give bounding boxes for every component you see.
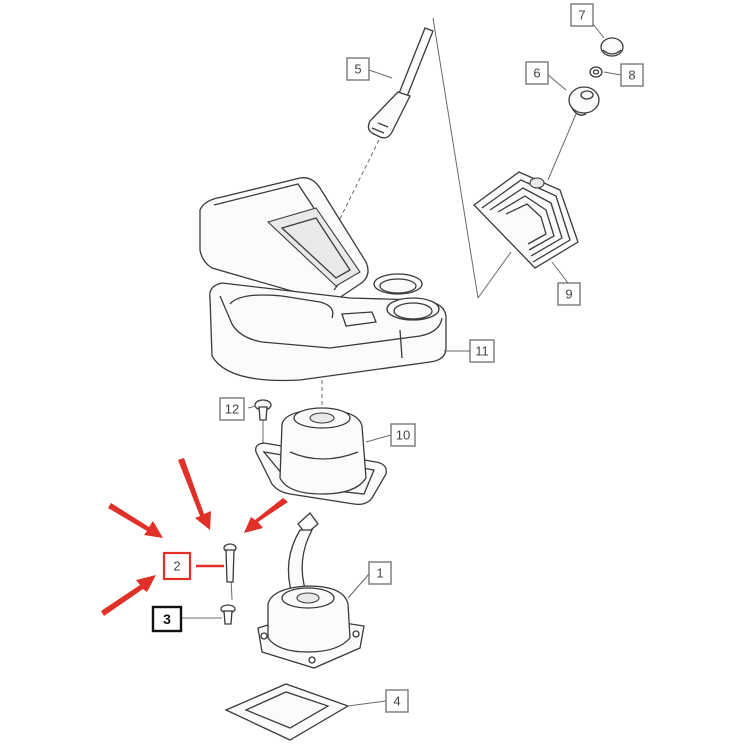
arrow-top-right [244,498,288,533]
part-2-pin [223,543,237,583]
part-8-nut [589,66,603,78]
part-4-gasket [224,683,350,741]
part-3-bolt [220,604,236,625]
part-5-shift-lever [367,27,434,139]
callout-11: 11 [469,339,495,363]
callout-10-label: 10 [396,428,410,443]
arrow-bottom-left [101,575,156,616]
assembly-lines [229,17,577,601]
callout-7-label: 7 [578,8,585,23]
red-arrows [101,458,288,616]
callout-3-emphasized: 3 [151,605,183,633]
callout-2-label: 2 [173,559,180,574]
callout-4: 4 [385,689,409,713]
callout-11-label: 11 [475,344,489,359]
arrow-left [108,503,163,538]
part-7-cap [600,37,624,57]
callout-5-label: 5 [354,62,361,77]
callout-3-label: 3 [163,611,171,627]
leader-lines [182,23,622,707]
callout-9-label: 9 [565,287,572,302]
callout-9: 9 [557,282,581,306]
part-6-knob [568,86,600,116]
callout-10: 10 [390,423,416,447]
callout-6-label: 6 [533,66,540,81]
callout-4-label: 4 [393,694,400,709]
callout-6: 6 [525,61,549,85]
callout-8-label: 8 [628,68,635,83]
callout-7: 7 [570,3,594,27]
callout-1-label: 1 [376,566,383,581]
part-11-console [199,177,447,382]
callout-8: 8 [620,63,644,87]
callout-1: 1 [368,561,392,585]
part-10-gaiter [255,407,387,506]
callout-5: 5 [346,57,370,81]
callout-12-label: 12 [225,402,239,417]
arrow-top [178,458,211,530]
part-9-boot [473,171,579,269]
callout-12: 12 [219,397,245,421]
callout-2-highlighted: 2 [162,551,192,581]
part-1-selector-housing [257,512,365,669]
